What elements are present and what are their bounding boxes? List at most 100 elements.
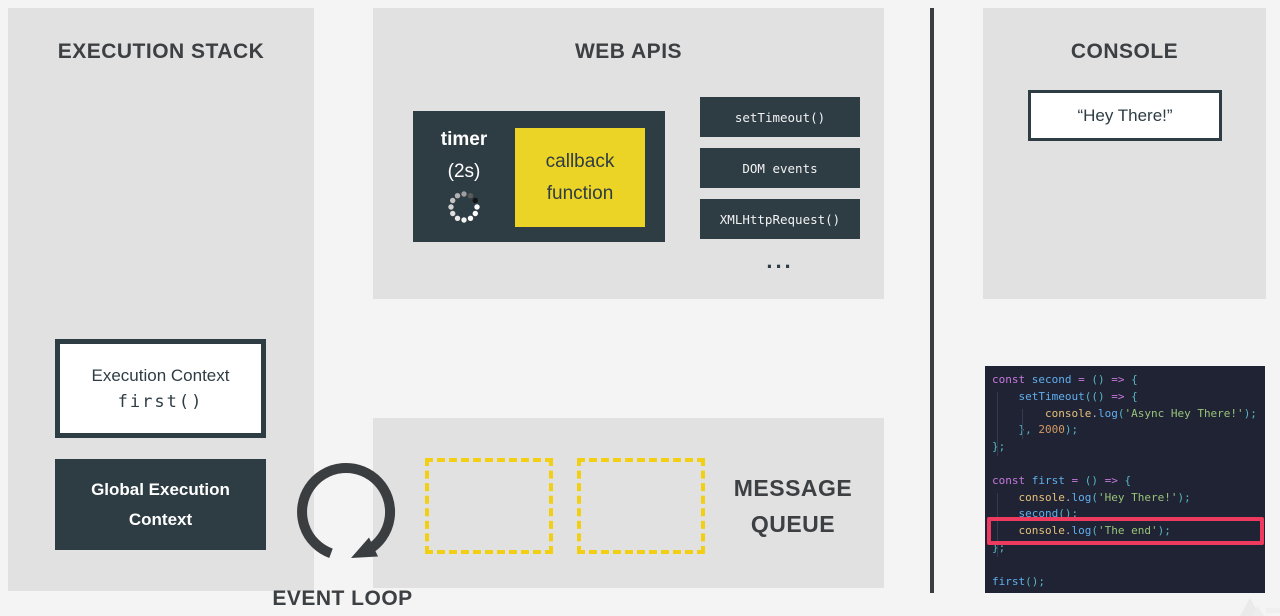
code-token: ( <box>1117 406 1125 420</box>
code-token: { <box>1131 373 1138 386</box>
execution-stack-panel: EXECUTION STACK Execution Context first(… <box>8 8 314 591</box>
console-output-text: “Hey There!” <box>1077 105 1173 125</box>
web-apis-title: WEB APIS <box>574 40 683 63</box>
code-line: console.log('Hey There!'); <box>992 490 1265 507</box>
code-token: console <box>1044 406 1092 420</box>
code-token: const <box>992 473 1032 487</box>
code-token: ); <box>1243 406 1257 420</box>
indent-guide <box>997 392 998 456</box>
code-token: }; <box>992 540 1006 554</box>
spinner-dot <box>448 204 454 210</box>
code-token: ); <box>1157 524 1171 538</box>
timer-label: timer <box>440 129 488 150</box>
global-execution-context-label: Global Execution Context <box>91 479 230 529</box>
code-token <box>992 524 1019 537</box>
code-token <box>992 423 1019 436</box>
watermark-logo <box>1240 598 1280 616</box>
spinner-dot <box>461 217 467 223</box>
spinner-dot <box>472 197 478 204</box>
code-token <box>992 407 1045 420</box>
code-token: . <box>1064 524 1072 538</box>
global-execution-context-box: Global Execution Context <box>55 459 266 550</box>
spinner-dot <box>474 204 480 210</box>
code-token: setTimeout <box>1018 389 1085 403</box>
execution-context-box: Execution Context first() <box>55 339 266 438</box>
code-line: const second = () => { <box>992 372 1265 389</box>
code-token: ( <box>1091 490 1098 504</box>
code-token: const <box>992 373 1032 386</box>
code-token: { <box>1131 389 1138 403</box>
code-token: () <box>1091 373 1105 386</box>
api-button-settimeout: setTimeout() <box>700 97 860 137</box>
code-token: }, <box>1018 423 1039 437</box>
code-token <box>992 491 1019 504</box>
code-token: => <box>1098 473 1125 487</box>
console-panel: CONSOLE “Hey There!” <box>983 8 1266 299</box>
code-token: log <box>1071 490 1092 504</box>
code-token: (() <box>1084 389 1105 403</box>
code-token: ); <box>1177 490 1191 504</box>
code-token <box>992 390 1019 403</box>
code-line: second(); <box>992 506 1265 523</box>
code-line <box>992 557 1265 574</box>
code-editor: const second = () => { setTimeout(() => … <box>985 366 1265 593</box>
spinner-dot <box>450 197 456 204</box>
code-line: setTimeout(() => { <box>992 389 1265 406</box>
queue-slot <box>577 458 705 554</box>
code-token: console <box>1018 490 1065 504</box>
spinner-dot <box>472 210 478 217</box>
code-token <box>992 507 1019 520</box>
api-button-xmlhttprequest: XMLHttpRequest() <box>700 199 860 239</box>
callback-function-label: callback function <box>545 150 615 204</box>
console-output-box: “Hey There!” <box>1028 90 1222 141</box>
timer-duration: (2s) <box>447 161 481 182</box>
code-line: console.log('Async Hey There!'); <box>992 406 1265 423</box>
code-token: log <box>1071 524 1092 538</box>
code-token: }; <box>992 440 1006 454</box>
code-token: . <box>1064 490 1072 504</box>
spinner-dot <box>454 215 461 221</box>
code-line: }; <box>992 439 1265 456</box>
code-token: 'Async Hey There!' <box>1124 406 1244 420</box>
code-token: => <box>1104 373 1132 386</box>
code-token: . <box>1091 406 1098 420</box>
code-token: () <box>1084 473 1098 487</box>
code-token: { <box>1124 473 1132 487</box>
execution-context-label: Execution Context <box>91 365 230 385</box>
loading-spinner-icon <box>448 191 480 223</box>
code-token: => <box>1104 389 1132 403</box>
code-line: }; <box>992 540 1265 557</box>
spinner-dot <box>461 191 467 197</box>
event-loop-label: EVENT LOOP <box>272 587 413 610</box>
web-apis-panel: WEB APIS timer (2s) callback function se… <box>373 8 884 299</box>
event-loop-arrow-icon <box>297 462 395 558</box>
execution-stack-title: EXECUTION STACK <box>57 40 265 63</box>
indent-guide <box>1022 409 1023 439</box>
queue-slot <box>425 458 553 554</box>
code-token: console <box>1018 524 1065 538</box>
queue-slot-list <box>425 458 705 554</box>
code-token: 'The end' <box>1097 524 1158 538</box>
code-line: }, 2000); <box>992 422 1265 439</box>
code-token: first <box>1031 473 1065 487</box>
code-token: second <box>1018 507 1059 521</box>
code-token: 'Hey There!' <box>1097 490 1178 504</box>
code-token: (); <box>1025 574 1045 588</box>
code-token: second <box>1031 373 1072 386</box>
vertical-divider <box>930 8 934 593</box>
indent-guide <box>997 493 998 557</box>
spinner-dot <box>454 193 461 199</box>
code-token: ( <box>1091 524 1098 538</box>
code-line: console.log('The end'); <box>992 523 1265 540</box>
message-queue-panel: MESSAGE QUEUE <box>373 418 884 588</box>
callback-function-box: callback function <box>515 128 645 227</box>
console-title: CONSOLE <box>1070 40 1179 63</box>
more-apis-ellipsis: ... <box>766 248 794 273</box>
spinner-dot <box>467 193 474 199</box>
code-token: = <box>1071 373 1092 386</box>
code-token: first <box>992 574 1026 588</box>
code-line: const first = () => { <box>992 473 1265 490</box>
spinner-dot <box>467 215 474 221</box>
code-line <box>992 456 1265 473</box>
